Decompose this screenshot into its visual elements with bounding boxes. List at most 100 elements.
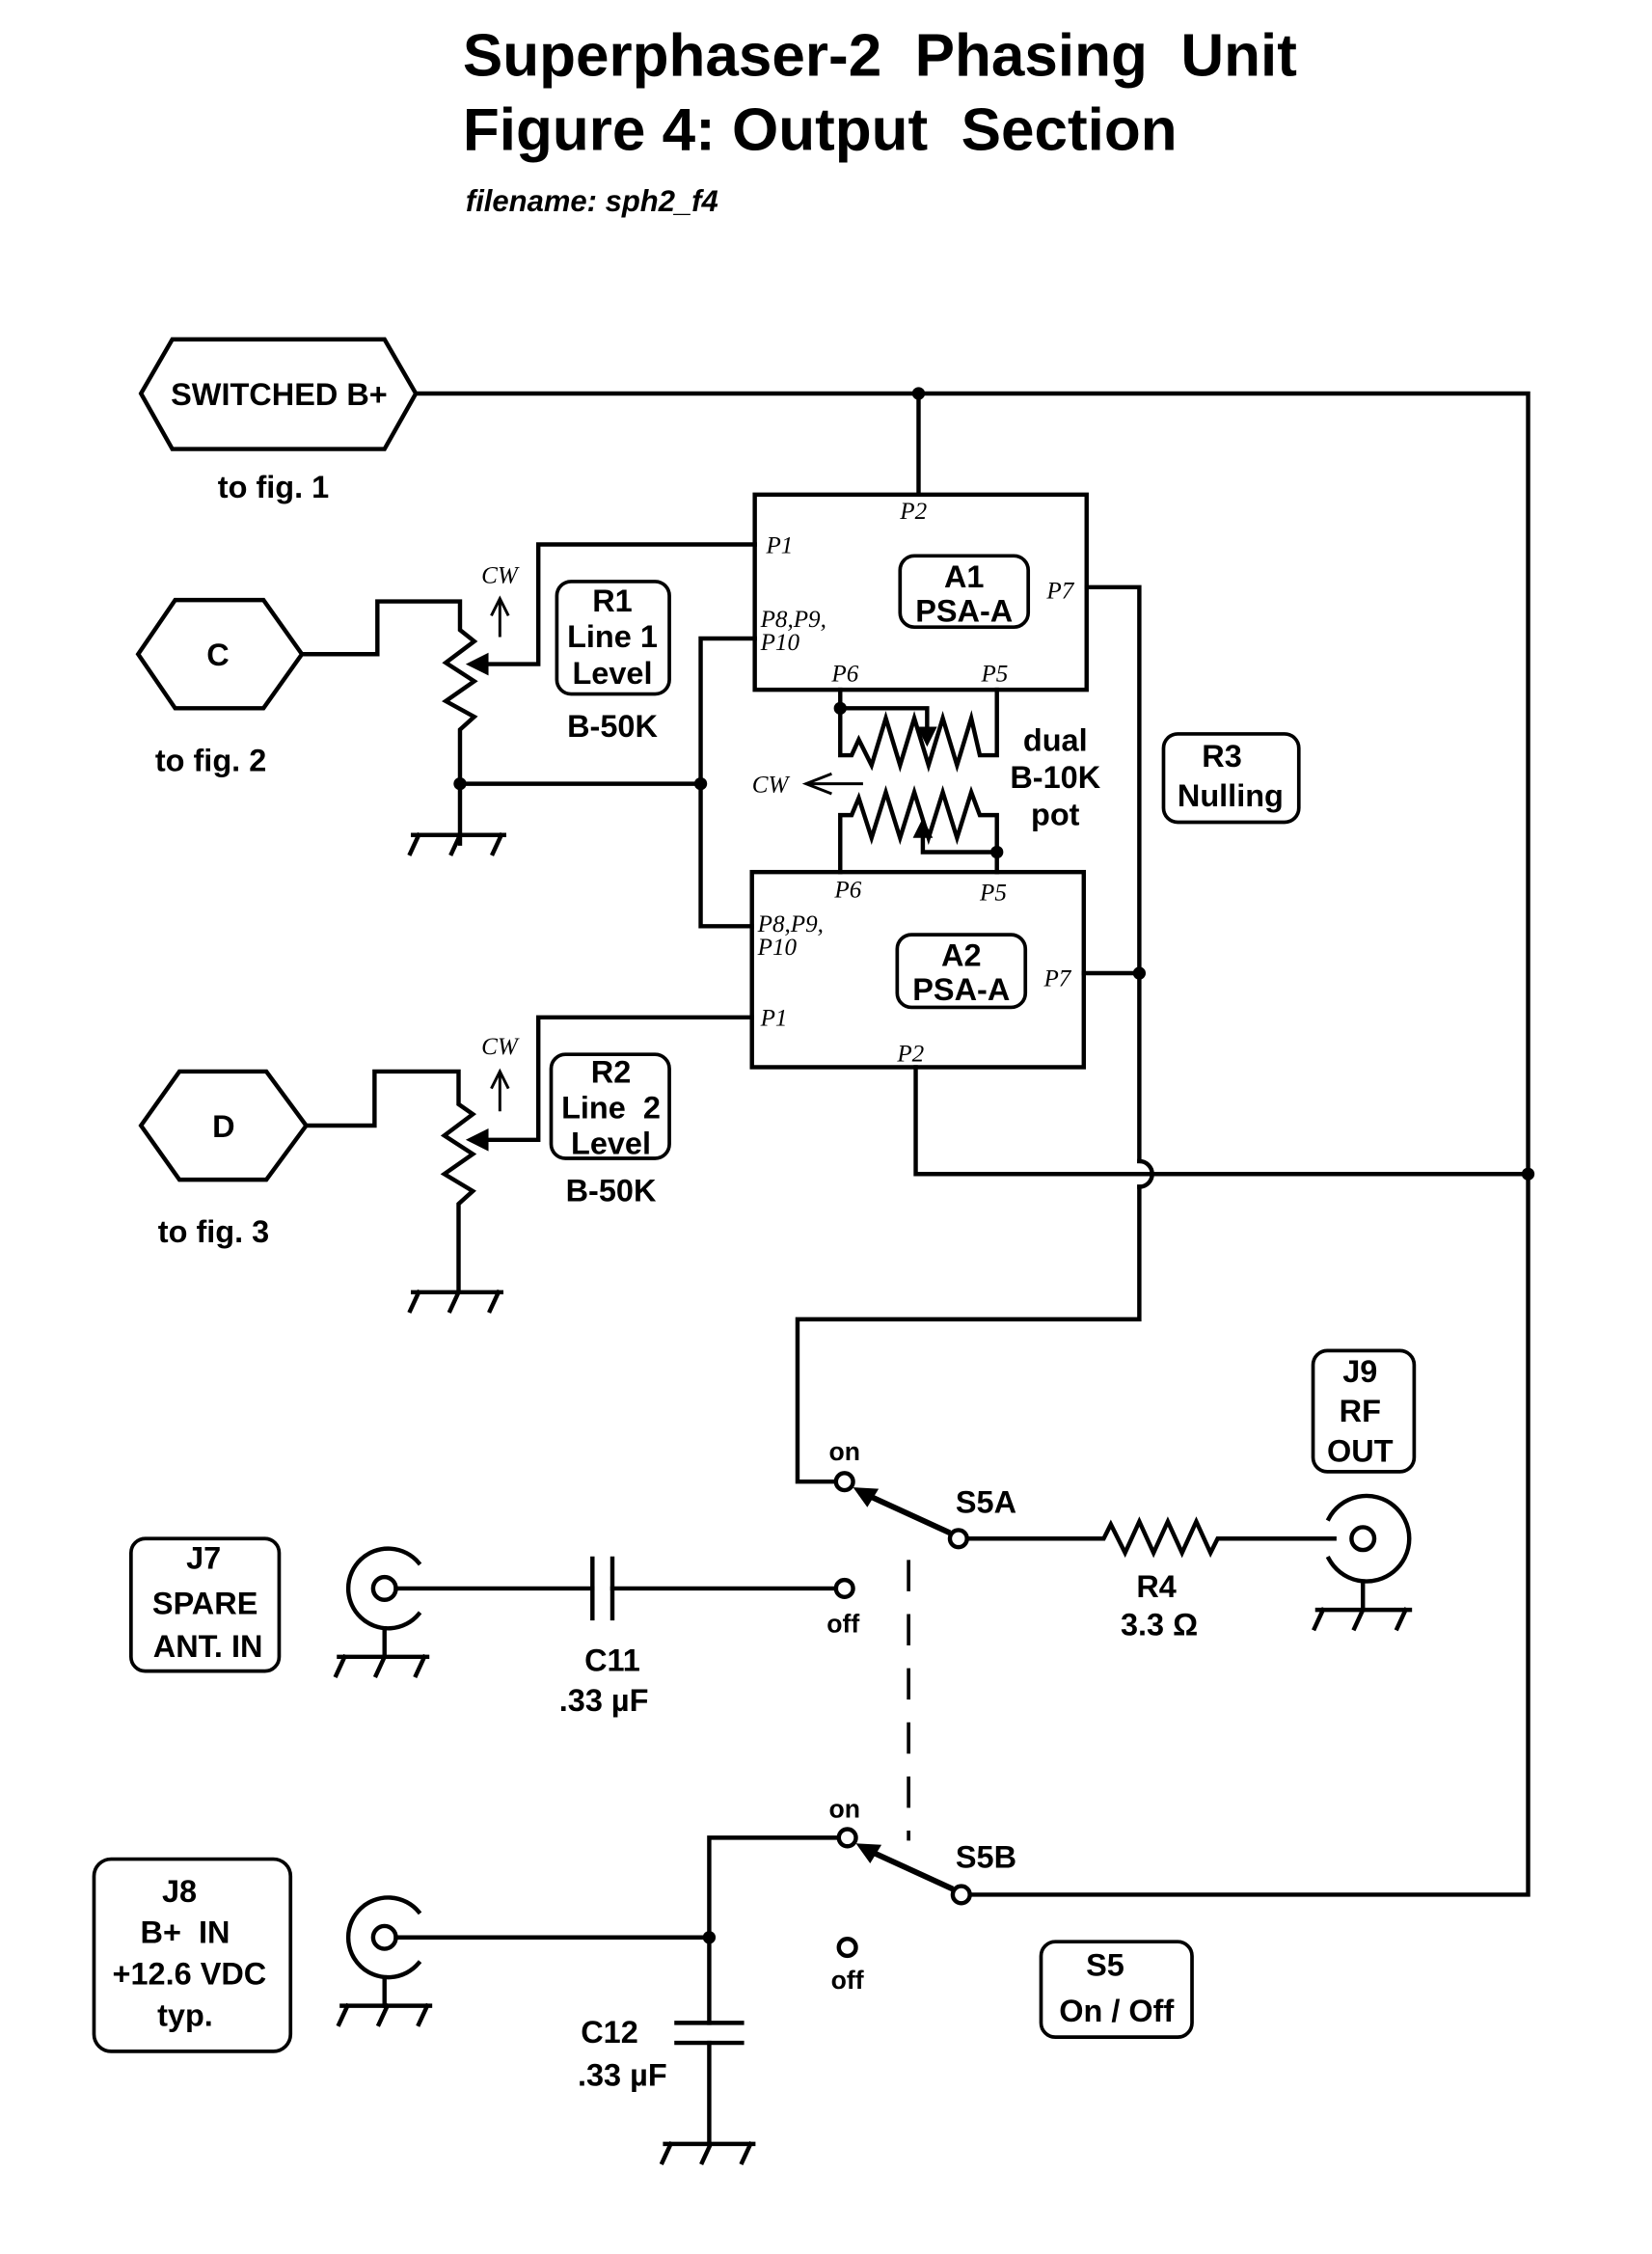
s5-ref: S5 xyxy=(1086,1948,1124,1983)
r3b-resistor xyxy=(838,785,999,875)
j9-ref: J9 xyxy=(1342,1354,1377,1389)
r3-desc: Nulling xyxy=(1178,778,1284,813)
s5b-off-terminal xyxy=(836,1937,858,1959)
c-label: C xyxy=(206,638,229,672)
ground-hatch xyxy=(448,831,463,856)
a2-label-box xyxy=(895,933,1028,1010)
r3b-wiper-wire xyxy=(920,832,999,855)
r2-cw-arrowhead-icon xyxy=(490,1068,510,1090)
a1-box xyxy=(752,492,1089,692)
r3-value-line2: B-10K xyxy=(1010,760,1100,795)
c11-value: .33 µF xyxy=(559,1683,649,1718)
j7-spare-ant-jack[interactable]: J7 SPARE ANT. IN xyxy=(129,1536,430,1678)
r2-line3: Level xyxy=(571,1127,651,1161)
j8-bplus-in-jack[interactable]: J8 B+ IN +12.6 VDC typ. xyxy=(92,1857,433,2053)
r1-ref: R1 xyxy=(592,584,633,618)
s5a-off-terminal xyxy=(833,1577,855,1600)
bplus-rail xyxy=(413,387,1535,1897)
title-line-1: Superphaser-2 Phasing Unit xyxy=(463,23,1297,90)
ground-hatch xyxy=(375,2002,391,2027)
s5b-lever xyxy=(867,1847,955,1892)
s5a-ref: S5A xyxy=(956,1485,1016,1520)
s5-desc: On / Off xyxy=(1059,1994,1174,2028)
c12-capacitor: C12 .33 µF xyxy=(393,1835,842,2166)
p8-common-net xyxy=(453,636,757,929)
p7-to-s5a-wire xyxy=(795,1184,1142,1484)
j8-label-box xyxy=(92,1857,293,2053)
ground-hatch xyxy=(1351,1607,1367,1632)
c-connector: C to fig. 2 xyxy=(135,597,305,777)
ground-hatch xyxy=(699,2140,714,2166)
r2-cw-label: CW xyxy=(481,1034,520,1060)
c11-capacitor: C11 .33 µF xyxy=(393,1556,839,1718)
junction-dot xyxy=(693,776,708,791)
j9-shield-icon xyxy=(1325,1493,1412,1584)
junction-dot xyxy=(453,776,467,791)
a2-pin-p1: P1 xyxy=(760,1006,788,1032)
j7-label-box xyxy=(129,1536,282,1673)
j7-center-pin xyxy=(370,1574,398,1602)
a1-pin-p1: P1 xyxy=(765,532,793,558)
s5b-off-label: off xyxy=(831,1966,864,1995)
a2-type: PSA-A xyxy=(912,972,1010,1007)
r3-cw-arrowhead-icon xyxy=(801,772,832,796)
d-label: D xyxy=(212,1109,234,1144)
r1-wiper-arrow-icon xyxy=(465,652,489,676)
junction-dot xyxy=(911,387,926,400)
a1-pin-p10: P10 xyxy=(760,630,800,656)
a2-pin-p8: P8,P9, xyxy=(757,911,824,937)
s5b-switch[interactable]: on off S5B xyxy=(828,1795,1016,1995)
d-connector: D to fig. 3 xyxy=(138,1069,310,1249)
j7-line3: ANT. IN xyxy=(153,1629,263,1664)
r1-cw-label: CW xyxy=(481,562,520,588)
s5b-on-terminal xyxy=(836,1827,858,1849)
r3-ref: R3 xyxy=(1202,739,1242,774)
r4-value: 3.3 Ω xyxy=(1121,1608,1198,1643)
s5a-switch[interactable]: on off S5A xyxy=(826,1437,1016,1639)
ground-hatch xyxy=(336,2002,351,2027)
j7-shield-icon xyxy=(345,1546,422,1631)
a2-pin-p6: P6 xyxy=(833,878,861,904)
junction-dot xyxy=(702,1931,717,1944)
r2-value: B-50K xyxy=(566,1173,657,1208)
j9-rf-out-jack[interactable]: J9 RF OUT xyxy=(1311,1348,1417,1632)
bplus-wire xyxy=(413,391,1530,1897)
j9-line3: OUT xyxy=(1327,1434,1394,1469)
junction-dot xyxy=(833,701,847,715)
s5a-on-terminal xyxy=(833,1471,855,1493)
s5a-lever-arrow-icon xyxy=(853,1487,880,1507)
r3a-resistor xyxy=(838,687,999,774)
r2-wiper-arrow-icon xyxy=(465,1127,489,1152)
a1-module: A1 PSA-A P2 P1 P8,P9, P10 P6 P5 P7 xyxy=(752,492,1089,692)
ground-hatch xyxy=(490,831,504,856)
j8-shield-icon xyxy=(345,1895,422,1980)
r3-cw-label: CW xyxy=(752,772,791,798)
title-line-2: Figure 4: Output Section xyxy=(463,96,1178,163)
ground-hatch xyxy=(416,2002,430,2027)
j8-line3: +12.6 VDC xyxy=(113,1956,267,1991)
switched-bplus-label: SWITCHED B+ xyxy=(171,377,388,412)
ground-hatch xyxy=(1394,1607,1409,1632)
r3-value-line3: pot xyxy=(1031,797,1080,831)
a1-p7-wire xyxy=(1084,584,1142,1164)
a2-pin-p2: P2 xyxy=(896,1042,924,1068)
ground-hatch xyxy=(487,1289,501,1314)
ground-hatch xyxy=(659,2140,674,2166)
j8-line4: typ. xyxy=(157,1997,213,2032)
p8-wire xyxy=(698,636,757,929)
j9-line2: RF xyxy=(1340,1394,1381,1428)
ground-hatch xyxy=(1312,1607,1326,1632)
a1-p1-wire xyxy=(481,542,757,666)
ground-hatch xyxy=(413,1653,428,1678)
r2-resistor-wire xyxy=(304,1069,477,1295)
a1-pin-p2: P2 xyxy=(899,499,927,525)
r1-potentiometer: CW R1 Line 1 Level B-50K xyxy=(299,542,757,856)
ground-hatch xyxy=(333,1653,348,1678)
switched-bplus-connector: SWITCHED B+ to fig. 1 xyxy=(138,337,419,504)
filename-label: filename: sph2_f4 xyxy=(466,184,718,218)
c-note: to fig. 2 xyxy=(155,743,266,777)
a2-p2-wire xyxy=(913,1065,1530,1177)
r3-dual-potentiometer: CW dual B-10K pot R3 Nulling xyxy=(752,687,1301,875)
d-note: to fig. 3 xyxy=(158,1214,269,1249)
ground-hatch xyxy=(407,1289,422,1314)
